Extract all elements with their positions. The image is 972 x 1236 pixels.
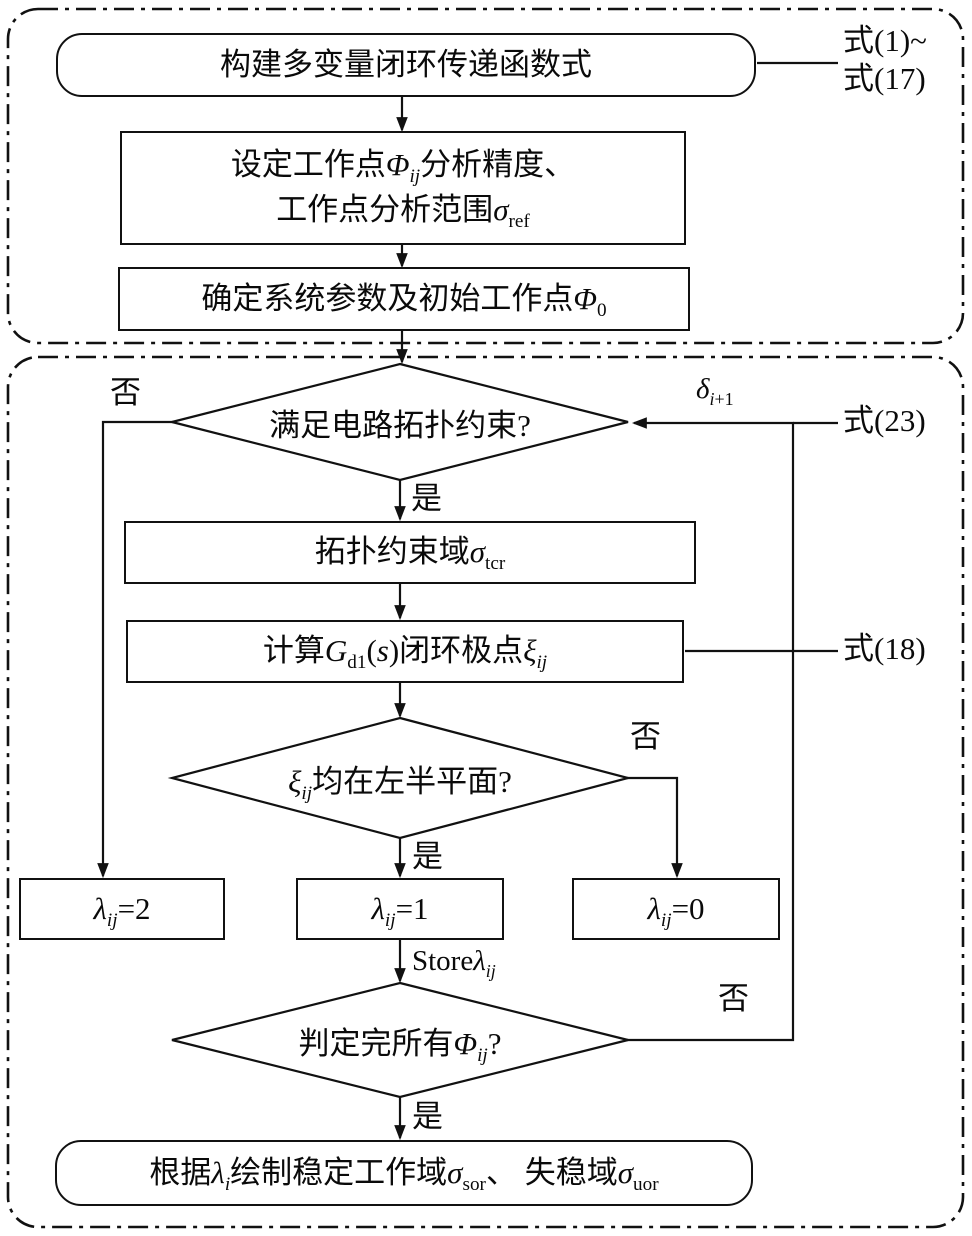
assign-box-lambda-0-label: λij=0 <box>647 890 705 931</box>
equation-label-23: 式(23) <box>843 403 926 438</box>
process-box-setpoint: 设定工作点Φij分析精度、 工作点分析范围σref <box>120 131 686 245</box>
process-box-setpoint-line1: 设定工作点Φij分析精度、 <box>230 147 576 188</box>
process-box-setpoint-line2: 工作点分析范围σref <box>276 192 530 233</box>
decision-done-text: 判定完所有Φij? <box>298 1025 502 1066</box>
branch-label-yes1: 是 <box>411 481 442 516</box>
section-border-iteration <box>6 355 965 1229</box>
equation-label-1-17-line2: 式(17) <box>843 60 926 96</box>
assign-box-lambda-0: λij=0 <box>572 878 780 940</box>
process-box-tcr-label: 拓扑约束域σtcr <box>314 534 506 575</box>
branch-label-yes3: 是 <box>412 1099 443 1134</box>
decision-lhp-text: ξij均在左半平面? <box>288 763 512 804</box>
assign-box-lambda-1-label: λij=1 <box>371 890 429 931</box>
equation-label-1-17: 式(1)~ 式(17) <box>843 22 927 98</box>
process-box-build-label: 构建多变量闭环传递函数式 <box>220 46 592 82</box>
branch-label-no3: 否 <box>718 981 749 1016</box>
terminal-box-result-label: 根据λi绘制稳定工作域σsor、 失稳域σuor <box>149 1154 659 1195</box>
flow-arrows <box>97 61 838 1141</box>
process-box-build-transfer-function: 构建多变量闭环传递函数式 <box>56 33 756 97</box>
process-box-system-params-label: 确定系统参数及初始工作点Φ0 <box>201 280 607 321</box>
branch-done-no-feedback <box>626 417 795 1042</box>
section-border-modeling <box>6 7 965 345</box>
branch-label-no1: 否 <box>110 375 141 410</box>
decision-lhp-label: ξij均在左半平面? <box>185 742 615 814</box>
decision-done-label: 判定完所有Φij? <box>185 1004 615 1076</box>
assign-box-lambda-1: λij=1 <box>296 878 504 940</box>
decision-diamond-lhp <box>167 716 633 840</box>
branch-label-yes2: 是 <box>412 839 443 874</box>
decision-diamond-done <box>171 981 629 1099</box>
decision-topology-text: 满足电路拓扑约束? <box>269 407 531 443</box>
assign-box-lambda-2-label: λij=2 <box>93 890 151 931</box>
decision-diamond-topology <box>171 362 629 482</box>
terminal-box-result: 根据λi绘制稳定工作域σsor、 失稳域σuor <box>55 1140 753 1206</box>
assign-box-lambda-2: λij=2 <box>19 878 225 940</box>
branch-label-no2: 否 <box>630 719 661 754</box>
process-box-closed-loop-poles: 计算Gd1(s)闭环极点ξij <box>126 620 684 683</box>
decision-topology-label: 满足电路拓扑约束? <box>185 386 615 458</box>
equation-label-1-17-line1: 式(1)~ <box>843 23 927 58</box>
equation-label-18: 式(18) <box>843 631 926 666</box>
process-box-closed-loop-poles-label: 计算Gd1(s)闭环极点ξij <box>262 633 548 674</box>
process-box-system-params: 确定系统参数及初始工作点Φ0 <box>118 267 690 331</box>
delta-next-label: δi+1 <box>696 373 734 409</box>
branch-lhp-no <box>626 776 683 879</box>
process-box-tcr: 拓扑约束域σtcr <box>124 521 696 584</box>
store-lambda-label: Storeλij <box>412 945 496 981</box>
branch-topology-no <box>97 420 174 879</box>
